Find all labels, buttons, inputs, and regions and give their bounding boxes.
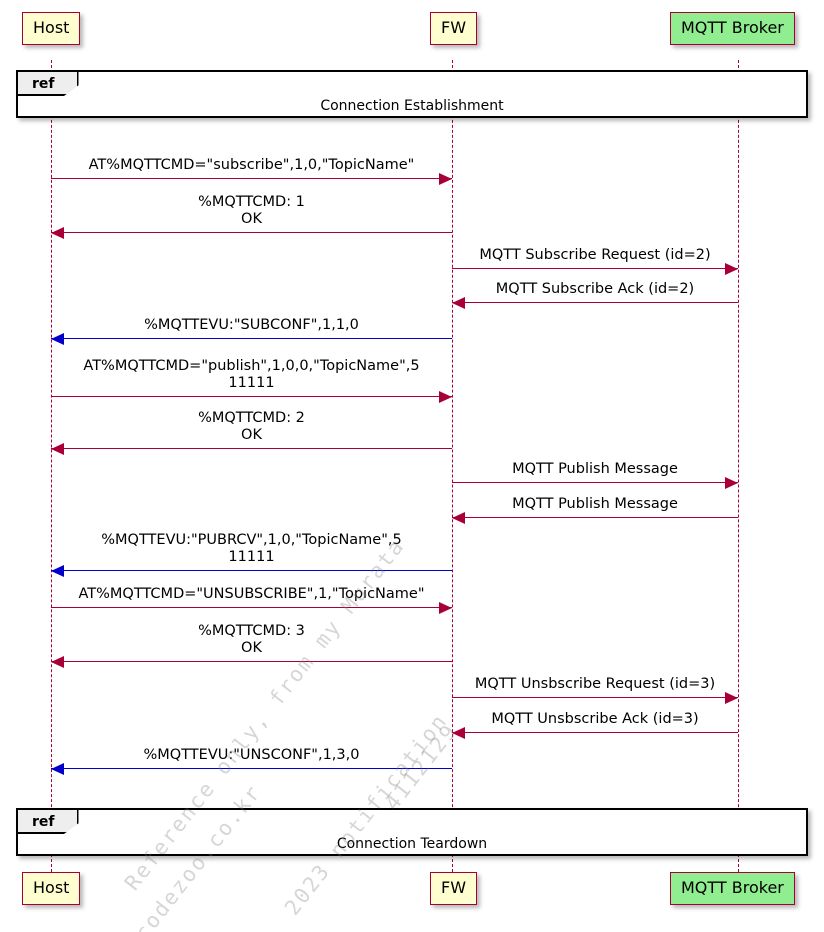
message-arrowhead-3 (725, 263, 738, 275)
participant-fw-top[interactable]: FW (430, 12, 478, 45)
participant-fw-bottom[interactable]: FW (430, 872, 478, 905)
message-line-1 (51, 178, 452, 179)
message-line-15 (51, 768, 452, 769)
message-line-3 (452, 268, 738, 269)
message-line-14 (452, 732, 738, 733)
participant-label: FW (441, 18, 467, 37)
message-arrowhead-8 (725, 477, 738, 489)
message-arrowhead-11 (439, 602, 452, 614)
message-label-13: MQTT Unsbscribe Request (id=3) (474, 676, 716, 692)
participant-label: Host (33, 18, 70, 37)
message-line-6 (51, 396, 452, 397)
ref-frame-title: Connection Teardown (336, 836, 488, 852)
message-label-8: MQTT Publish Message (512, 461, 678, 477)
message-label-11: AT%MQTTCMD="UNSUBSCRIBE",1,"TopicName" (78, 586, 425, 602)
message-label-4: MQTT Subscribe Ack (id=2) (495, 281, 695, 297)
message-arrowhead-1 (439, 173, 452, 185)
message-line-11 (51, 607, 452, 608)
ref-frame-connection-establishment: ref Connection Establishment (16, 70, 808, 118)
message-line-10 (51, 570, 452, 571)
message-line-8 (452, 482, 738, 483)
message-label-9: MQTT Publish Message (512, 496, 678, 512)
lifeline-host (51, 60, 52, 872)
message-label-6: AT%MQTTCMD="publish",1,0,0,"TopicName",5… (83, 358, 420, 391)
message-label-5: %MQTTEVU:"SUBCONF",1,1,0 (144, 317, 359, 333)
ref-frame-title: Connection Establishment (320, 98, 504, 114)
participant-mqtt-broker-bottom[interactable]: MQTT Broker (670, 872, 795, 905)
message-line-9 (452, 517, 738, 518)
message-arrowhead-9 (452, 512, 465, 524)
message-label-2: %MQTTCMD: 1 OK (198, 194, 305, 227)
message-label-7: %MQTTCMD: 2 OK (198, 410, 305, 443)
watermark-fragment: 4112129 (380, 719, 463, 815)
message-arrowhead-6 (439, 391, 452, 403)
participant-host-bottom[interactable]: Host (22, 872, 81, 905)
message-label-1: AT%MQTTCMD="subscribe",1,0,"TopicName" (88, 157, 415, 173)
message-arrowhead-14 (452, 727, 465, 739)
message-label-12: %MQTTCMD: 3 OK (198, 623, 305, 656)
message-arrowhead-12 (51, 656, 64, 668)
ref-tab-label: ref (18, 72, 79, 96)
message-label-3: MQTT Subscribe Request (id=2) (479, 247, 711, 263)
participant-mqtt-broker-top[interactable]: MQTT Broker (670, 12, 795, 45)
message-arrowhead-5 (51, 333, 64, 345)
message-line-2 (51, 232, 452, 233)
message-line-4 (452, 302, 738, 303)
message-label-10: %MQTTEVU:"PUBRCV",1,0,"TopicName",5 1111… (101, 532, 402, 565)
message-arrowhead-2 (51, 227, 64, 239)
message-arrowhead-10 (51, 565, 64, 577)
message-arrowhead-4 (452, 297, 465, 309)
ref-tab-label: ref (18, 810, 79, 834)
participant-label: MQTT Broker (681, 18, 784, 37)
message-label-15: %MQTTEVU:"UNSCONF",1,3,0 (143, 747, 360, 763)
participant-label: Host (33, 878, 70, 897)
participant-host-top[interactable]: Host (22, 12, 81, 45)
ref-frame-connection-teardown: ref Connection Teardown (16, 808, 808, 856)
participant-label: FW (441, 878, 467, 897)
participant-label: MQTT Broker (681, 878, 784, 897)
message-line-12 (51, 661, 452, 662)
message-line-5 (51, 338, 452, 339)
lifeline-mqtt-broker (738, 60, 739, 872)
message-arrowhead-13 (725, 692, 738, 704)
message-line-7 (51, 448, 452, 449)
message-label-14: MQTT Unsbscribe Ack (id=3) (491, 711, 699, 727)
message-line-13 (452, 697, 738, 698)
message-arrowhead-7 (51, 443, 64, 455)
message-arrowhead-15 (51, 763, 64, 775)
lifeline-fw (452, 60, 453, 872)
